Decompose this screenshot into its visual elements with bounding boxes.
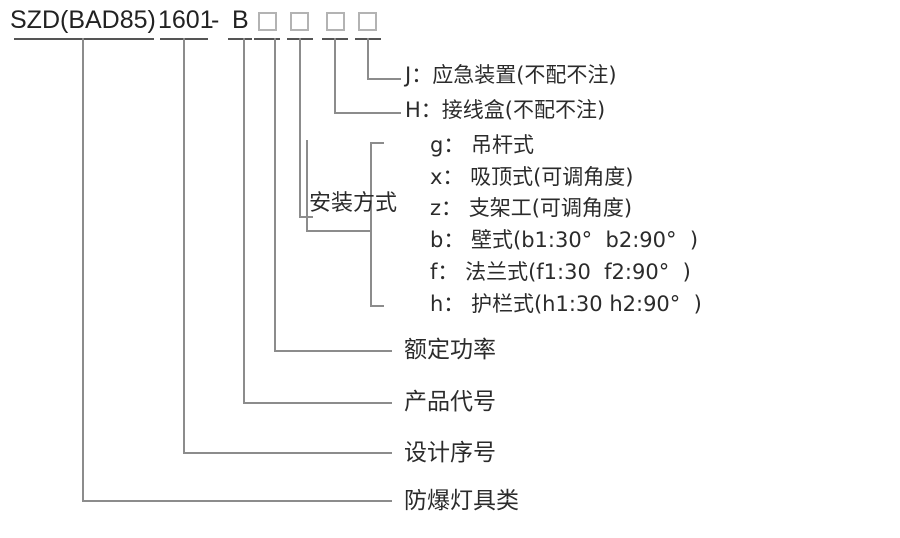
install-option-f: f： 法兰式(f1:30 f2:90° ): [430, 260, 691, 284]
callout-label-h: H：接线盒(不配不注): [405, 98, 606, 122]
install-option-x: x： 吸顶式(可调角度): [430, 165, 634, 189]
install-option-g: g： 吊杆式: [430, 133, 535, 157]
option-box-3[interactable]: [326, 12, 345, 31]
callout-label-j: J：应急装置(不配不注): [405, 63, 617, 87]
option-box-2[interactable]: [290, 12, 309, 31]
underline-series: [228, 38, 252, 40]
bottom-label-luminaire-class: 防爆灯具类: [404, 488, 519, 514]
model-code-series: B: [232, 6, 249, 34]
options-bracket-bottom-tick: [370, 305, 384, 307]
leader-vline-rated-power: [274, 38, 276, 352]
bottom-label-design-serial: 设计序号: [404, 440, 496, 466]
underline-main: [14, 38, 154, 40]
leader-hline-product-code: [243, 402, 392, 404]
model-code-dash: -: [211, 6, 220, 34]
leader-hline-h: [334, 112, 401, 114]
bottom-label-product-code: 产品代号: [404, 389, 496, 415]
install-group-bracket-left: [306, 140, 308, 232]
leader-vline-product-code: [243, 38, 245, 404]
option-box-1[interactable]: [258, 12, 277, 31]
leader-hline-luminaire-class: [82, 500, 392, 502]
install-method-group-label: 安装方式: [309, 191, 398, 216]
leader-hline-rated-power: [274, 350, 392, 352]
leader-vline-j: [367, 38, 369, 80]
install-option-b: b： 壁式(b1:30° b2:90° ): [430, 228, 699, 252]
model-code-main: SZD(BAD85): [10, 6, 156, 34]
leader-vline-luminaire-class: [82, 38, 84, 502]
options-bracket-top-tick: [370, 142, 384, 144]
underline-box-1: [254, 38, 280, 40]
model-code-number: 1601: [158, 6, 214, 34]
bottom-label-rated-power: 额定功率: [404, 337, 496, 363]
leader-vline-design-serial: [183, 38, 185, 454]
leader-vline-h: [334, 38, 336, 114]
leader-hline-j: [367, 78, 401, 80]
option-box-4[interactable]: [358, 12, 377, 31]
install-group-bracket-bottom: [306, 230, 372, 232]
install-option-z: z： 支架工(可调角度): [430, 196, 633, 220]
options-bracket-spine: [370, 142, 372, 307]
leader-vline-install: [299, 38, 301, 218]
leader-hline-design-serial: [183, 452, 392, 454]
install-option-h: h： 护栏式(h1:30 h2:90° ): [430, 292, 702, 316]
